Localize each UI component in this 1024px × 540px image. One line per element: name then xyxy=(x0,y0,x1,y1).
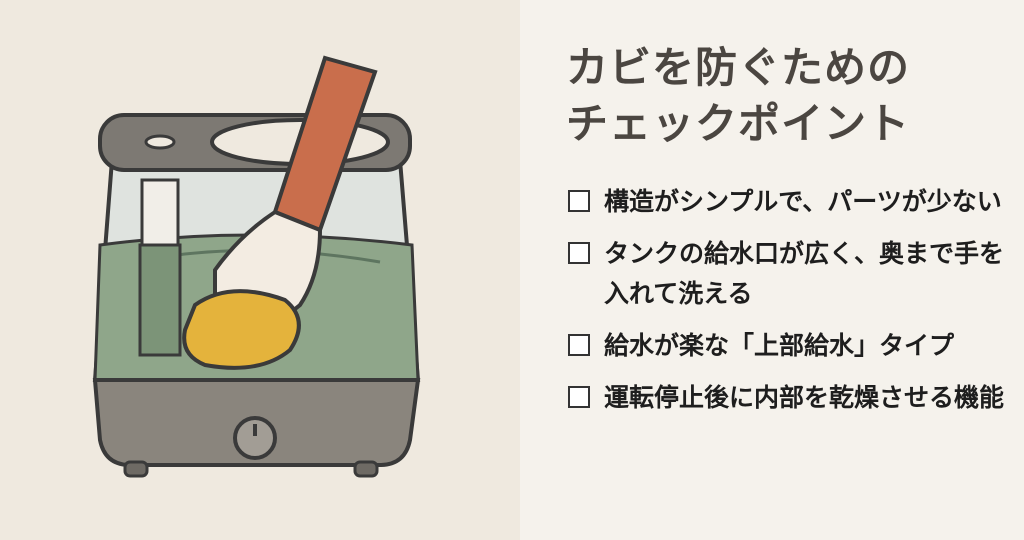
illustration-panel xyxy=(0,0,520,540)
checklist-item[interactable]: タンクの給水口が広く、奥まで手を入れて洗える xyxy=(548,234,1008,314)
page-title: カビを防ぐための チェックポイント xyxy=(566,40,1008,152)
checklist-item[interactable]: 構造がシンプルで、パーツが少ない xyxy=(548,182,1008,222)
checkbox[interactable] xyxy=(568,334,590,356)
checklist-item-text: 給水が楽な「上部給水」タイプ xyxy=(604,331,955,360)
checkbox[interactable] xyxy=(568,386,590,408)
nozzle-pipe xyxy=(140,178,180,252)
checkbox[interactable] xyxy=(568,190,590,212)
checklist-item[interactable]: 運転停止後に内部を乾燥させる機能 xyxy=(548,378,1008,418)
title-line-2: チェックポイント xyxy=(566,99,911,148)
checklist-item-text: タンクの給水口が広く、奥まで手を入れて洗える xyxy=(604,239,1005,308)
title-line-1: カビを防ぐための xyxy=(566,43,911,92)
sponge xyxy=(182,289,301,370)
checklist-item[interactable]: 給水が楽な「上部給水」タイプ xyxy=(548,326,1008,366)
checklist-item-text: 運転停止後に内部を乾燥させる機能 xyxy=(604,383,1005,412)
humidifier-cleaning-illustration xyxy=(92,55,421,478)
checklist-panel: カビを防ぐための チェックポイント 構造がシンプルで、パーツが少ない タンクの給… xyxy=(548,40,1008,430)
checklist-item-text: 構造がシンプルで、パーツが少ない xyxy=(604,187,1002,216)
dial xyxy=(233,416,277,460)
checkbox[interactable] xyxy=(568,242,590,264)
